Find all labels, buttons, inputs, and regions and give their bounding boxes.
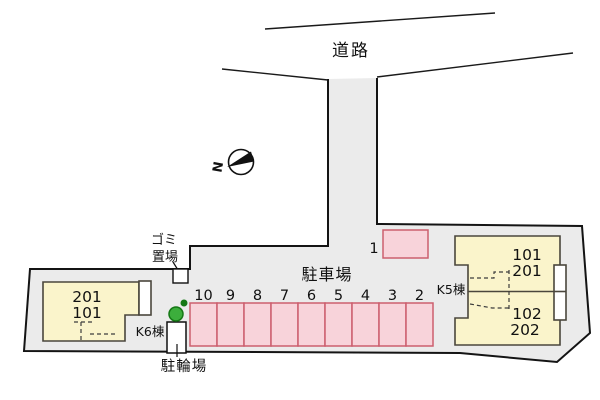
road-lines bbox=[221, 12, 574, 81]
stall-one-number: 1 bbox=[369, 241, 378, 257]
bicycle-parking: 駐輪場 bbox=[161, 321, 208, 375]
k6-unit-101: 101 bbox=[72, 304, 102, 322]
parcel-ground bbox=[24, 78, 590, 362]
stall-number: 2 bbox=[415, 288, 424, 304]
tree-small bbox=[180, 299, 188, 307]
stall-number: 10 bbox=[194, 288, 212, 304]
k6-unit-201: 201 bbox=[72, 288, 102, 306]
parking-stalls bbox=[189, 229, 434, 347]
building-k6-label: K6棟 bbox=[136, 324, 165, 339]
tree-icon bbox=[168, 306, 184, 322]
building-k5 bbox=[454, 235, 567, 346]
stall-number: 4 bbox=[361, 288, 370, 304]
parking-area-label: 駐車場 bbox=[301, 265, 352, 284]
stall-number: 5 bbox=[334, 288, 343, 304]
stall-6 bbox=[297, 302, 326, 347]
garbage-label-line1: ゴミ bbox=[151, 232, 177, 248]
stall-10 bbox=[189, 302, 218, 347]
stall-number: 9 bbox=[226, 288, 235, 304]
building-k5-stairwell bbox=[553, 264, 567, 321]
building-k6 bbox=[42, 280, 152, 342]
k5-unit-201: 201 bbox=[512, 262, 542, 280]
stall-number-labels: 10 9 8 7 6 5 4 3 2 1 bbox=[194, 241, 424, 304]
stall-3 bbox=[378, 302, 407, 347]
stall-number: 8 bbox=[253, 288, 262, 304]
stall-5 bbox=[324, 302, 353, 347]
garbage-box bbox=[172, 268, 189, 284]
compass-needle bbox=[227, 151, 254, 167]
stall-number: 7 bbox=[280, 288, 289, 304]
road-label: 道路 bbox=[332, 41, 370, 61]
stall-4 bbox=[351, 302, 380, 347]
stall-number: 3 bbox=[388, 288, 397, 304]
building-k5-outline bbox=[454, 235, 561, 346]
garbage-area: ゴミ 置場 bbox=[151, 232, 189, 284]
stall-9 bbox=[216, 302, 245, 347]
stall-number: 6 bbox=[307, 288, 316, 304]
building-k6-stairwell bbox=[138, 280, 152, 316]
tree-large bbox=[168, 306, 184, 322]
stall-7 bbox=[270, 302, 299, 347]
stall-1 bbox=[382, 229, 429, 259]
stall-8 bbox=[243, 302, 272, 347]
k5-unit-202: 202 bbox=[510, 321, 540, 339]
parcel-outline bbox=[22, 78, 592, 364]
garbage-label-line2: 置場 bbox=[152, 250, 178, 265]
bicycle-label: 駐輪場 bbox=[161, 358, 208, 375]
k5-unit-102: 102 bbox=[512, 305, 542, 323]
building-k6-entrance-dashed bbox=[74, 321, 117, 341]
building-k5-label: K5棟 bbox=[437, 282, 466, 297]
compass-letter: N bbox=[208, 160, 225, 173]
k5-unit-101: 101 bbox=[512, 246, 542, 264]
building-k5-entrance-dashed bbox=[469, 270, 510, 309]
compass: N bbox=[208, 148, 255, 176]
stall-2 bbox=[405, 302, 434, 347]
